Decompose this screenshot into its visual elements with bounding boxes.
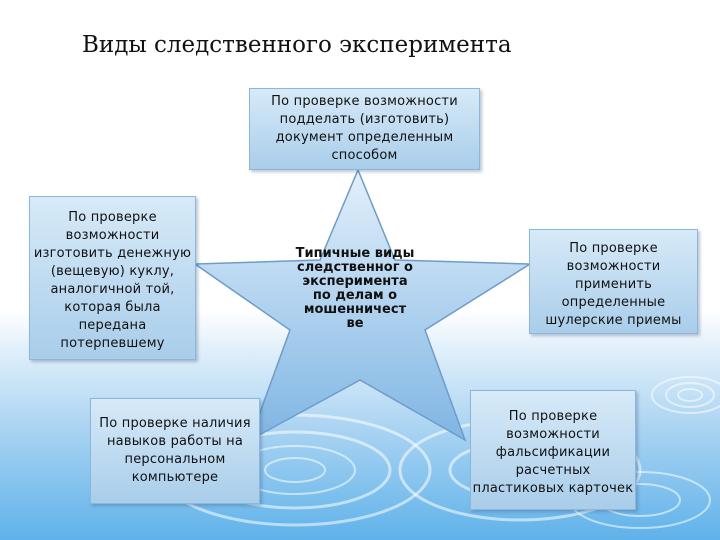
box-money-dummy-text: По проверке возможности изготовить денеж… bbox=[33, 210, 192, 351]
box-computer-skills: По проверке наличия навыков работы на пе… bbox=[90, 398, 260, 504]
center-label: Типичные виды следственног о эксперимент… bbox=[295, 246, 415, 331]
box-forge-document: По проверке возможности подделать (изгот… bbox=[249, 88, 480, 170]
box-cheating-techniques: По проверке возможности применить опреде… bbox=[529, 229, 698, 334]
box-cheating-techniques-text: По проверке возможности применить опреде… bbox=[545, 240, 682, 328]
page-title: Виды следственного эксперимента bbox=[82, 32, 512, 58]
box-money-dummy: По проверке возможности изготовить денеж… bbox=[29, 196, 196, 360]
box-forge-document-text: По проверке возможности подделать (изгот… bbox=[271, 94, 458, 163]
box-card-falsification: По проверке возможности фальсификации ра… bbox=[470, 390, 636, 510]
box-card-falsification-text: По проверке возможности фальсификации ра… bbox=[472, 409, 634, 496]
box-computer-skills-text: По проверке наличия навыков работы на пе… bbox=[99, 416, 251, 485]
